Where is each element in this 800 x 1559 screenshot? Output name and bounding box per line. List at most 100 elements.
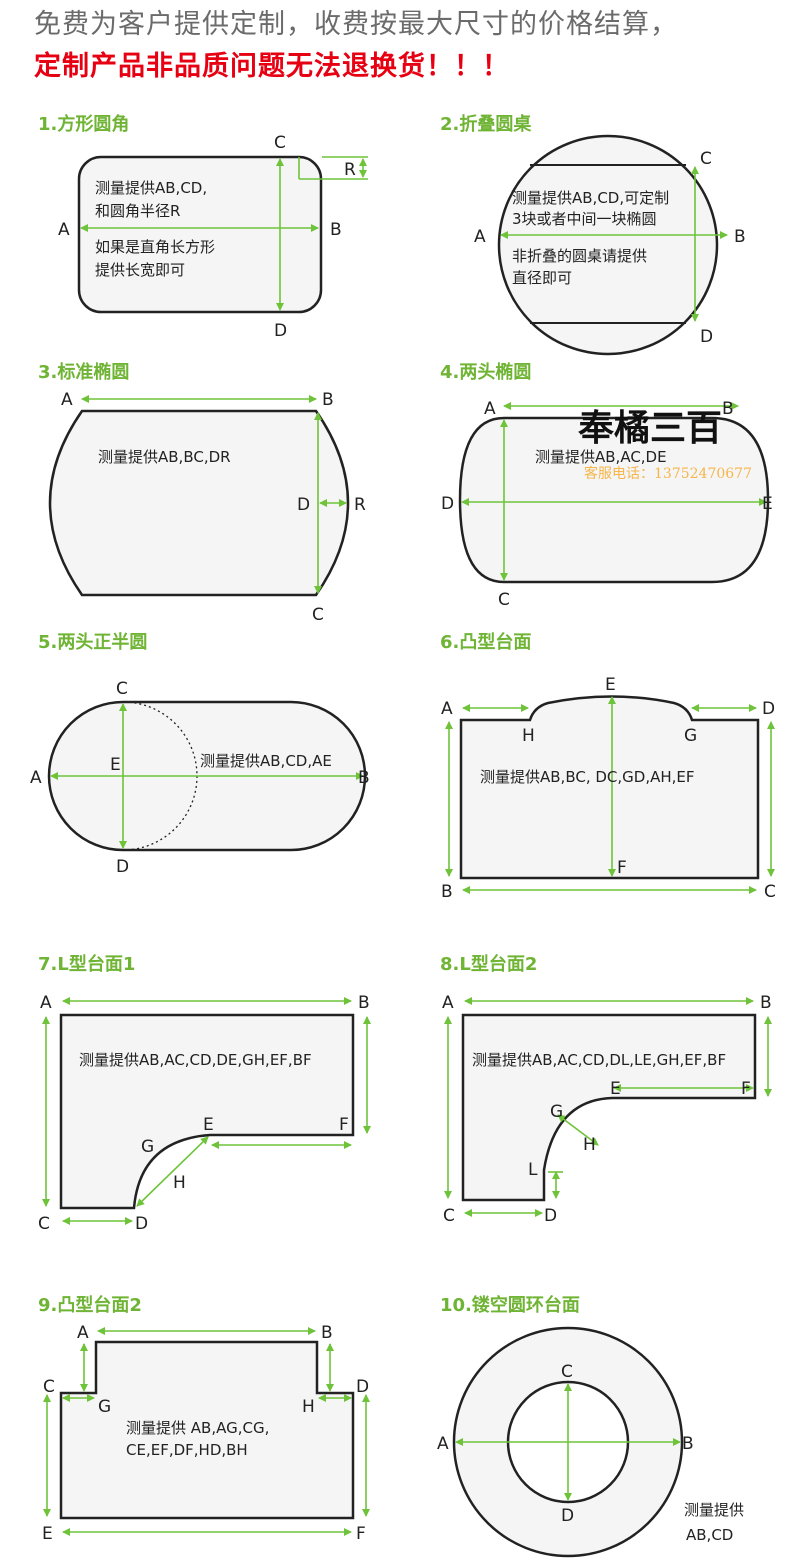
diagram-l-tabletop-1: 7.L型台面1 A B C D E F G H 测量提供AB,AC,CD,DE,… xyxy=(38,953,371,1234)
label-f: F xyxy=(617,858,627,878)
label-d: D xyxy=(356,1377,369,1397)
label-f: F xyxy=(339,1115,349,1135)
label-d: D xyxy=(441,494,454,514)
label-d: D xyxy=(561,1506,574,1526)
arrow-gh xyxy=(136,1136,209,1207)
label-e: E xyxy=(605,675,616,695)
diagram-folding-round-table: 2.折叠圆桌 A B C D 测量提供AB,CD,可定制 3块或者中间一块椭圆 … xyxy=(440,113,746,356)
service-phone: 客服电话：13752470677 xyxy=(584,465,752,482)
label-a: A xyxy=(58,220,70,240)
label-a: A xyxy=(30,768,42,788)
convex-table-2-shape xyxy=(59,1340,355,1520)
ellipse-table-shape xyxy=(48,409,350,597)
note-line: 如果是直角长方形 xyxy=(95,238,215,256)
label-a: A xyxy=(441,699,453,719)
note-line: 测量提供 xyxy=(684,1501,744,1519)
diagram-standard-ellipse: 3.标准椭圆 A B C D R 测量提供AB,BC,DR xyxy=(38,361,366,625)
label-b: B xyxy=(321,1323,333,1343)
note-line: 直径即可 xyxy=(512,269,572,287)
label-d: D xyxy=(274,321,287,341)
label-h: H xyxy=(302,1397,315,1417)
arrow-gh xyxy=(557,1114,599,1146)
label-c: C xyxy=(700,149,712,169)
diagram-hollow-ring: 10.镂空圆环台面 A B C D 测量提供 AB,CD xyxy=(437,1294,744,1558)
label-c: C xyxy=(498,590,510,610)
header-return-warning: 定制产品非品质问题无法退换货！！！ xyxy=(34,51,510,82)
label-b: B xyxy=(760,993,772,1013)
convex-table-shape xyxy=(459,695,760,880)
diagram-l-tabletop-2: 8.L型台面2 A B C D E F G H L 测量提供AB,AC,CD,D… xyxy=(440,953,772,1226)
label-g: G xyxy=(141,1137,154,1157)
label-b: B xyxy=(322,390,334,410)
diagram-rounded-rectangle: 1.方形圆角 A B C D R 测量提供AB,CD, 和圆角半径R 如果是直角… xyxy=(38,113,368,341)
section-title: 7.L型台面1 xyxy=(38,953,135,975)
label-f: F xyxy=(356,1524,366,1544)
label-b: B xyxy=(722,399,734,419)
diagram-two-end-ellipse: 4.两头椭圆 A B C D E 测量提供AB,AC,DE xyxy=(440,361,773,610)
label-a: A xyxy=(77,1323,89,1343)
label-g: G xyxy=(550,1102,563,1122)
label-e: E xyxy=(203,1115,214,1135)
label-f: F xyxy=(741,1079,751,1099)
label-a: A xyxy=(61,390,73,410)
label-h: H xyxy=(173,1173,186,1193)
label-r: R xyxy=(354,495,366,515)
label-d: D xyxy=(544,1206,557,1226)
label-b: B xyxy=(682,1434,694,1454)
section-title: 1.方形圆角 xyxy=(38,113,129,135)
label-a: A xyxy=(474,227,486,247)
label-b: B xyxy=(358,768,370,788)
label-c: C xyxy=(274,133,286,153)
section-title: 9.凸型台面2 xyxy=(38,1294,142,1316)
note-line: 测量提供AB,CD, xyxy=(95,179,207,197)
note-line: 测量提供AB,AC,DE xyxy=(535,448,667,466)
note-line: 测量提供AB,BC,DR xyxy=(98,448,231,466)
label-c: C xyxy=(43,1377,55,1397)
header-pricing-note: 免费为客户提供定制，收费按最大尺寸的价格结算， xyxy=(34,9,678,40)
note-line: CE,EF,DF,HD,BH xyxy=(126,1441,248,1459)
label-a: A xyxy=(484,399,496,419)
seal-watermark: 奉橘三百 客服电话：13752470677 xyxy=(578,407,752,482)
label-c: C xyxy=(561,1362,573,1382)
diagram-convex-tabletop: 6.凸型台面 A B C D E F G H 测量提供AB,BC, DC,GD,… xyxy=(440,631,776,902)
round-table-shape xyxy=(497,134,719,356)
label-b: B xyxy=(330,220,342,240)
label-e: E xyxy=(42,1524,53,1544)
note-line: 非折叠的圆桌请提供 xyxy=(512,247,647,265)
diagram-convex-tabletop-2: 9.凸型台面2 A B C D E F G H 测量提供 AB,AG,CG, C… xyxy=(38,1294,370,1544)
section-title: 5.两头正半圆 xyxy=(38,631,147,653)
label-e: E xyxy=(610,1079,621,1099)
label-b: B xyxy=(441,882,453,902)
note-line: 测量提供AB,AC,CD,DL,LE,GH,EF,BF xyxy=(472,1051,726,1069)
label-r: R xyxy=(344,160,356,180)
note-line: 测量提供AB,CD,可定制 xyxy=(512,189,669,207)
section-title: 6.凸型台面 xyxy=(440,631,531,653)
label-c: C xyxy=(116,679,128,699)
label-d: D xyxy=(700,327,713,347)
note-line: 和圆角半径R xyxy=(95,202,180,220)
label-e: E xyxy=(762,494,773,514)
l-table-shape xyxy=(461,1013,757,1202)
note-line: 测量提供AB,CD,AE xyxy=(200,752,332,770)
note-line: AB,CD xyxy=(686,1526,733,1544)
label-h: H xyxy=(522,726,535,746)
l-table-shape xyxy=(59,1013,355,1210)
seal-text: 奉橘三百 xyxy=(578,407,722,449)
label-d: D xyxy=(116,857,129,877)
note-line: 测量提供 AB,AG,CG, xyxy=(126,1419,269,1437)
label-g: G xyxy=(98,1397,111,1417)
section-title: 2.折叠圆桌 xyxy=(440,113,532,135)
section-title: 8.L型台面2 xyxy=(440,953,537,975)
section-title: 4.两头椭圆 xyxy=(440,361,531,383)
diagram-semicircle-ends: 5.两头正半圆 A B C D E 测量提供AB,CD,AE xyxy=(30,631,370,877)
label-e: E xyxy=(110,755,121,775)
label-c: C xyxy=(38,1214,50,1234)
section-title: 3.标准椭圆 xyxy=(38,361,129,383)
note-line: 3块或者中间一块椭圆 xyxy=(512,210,657,228)
label-h: H xyxy=(583,1135,596,1155)
section-title: 10.镂空圆环台面 xyxy=(440,1294,580,1316)
label-a: A xyxy=(437,1434,449,1454)
label-c: C xyxy=(764,882,776,902)
note-line: 提供长宽即可 xyxy=(95,261,185,279)
